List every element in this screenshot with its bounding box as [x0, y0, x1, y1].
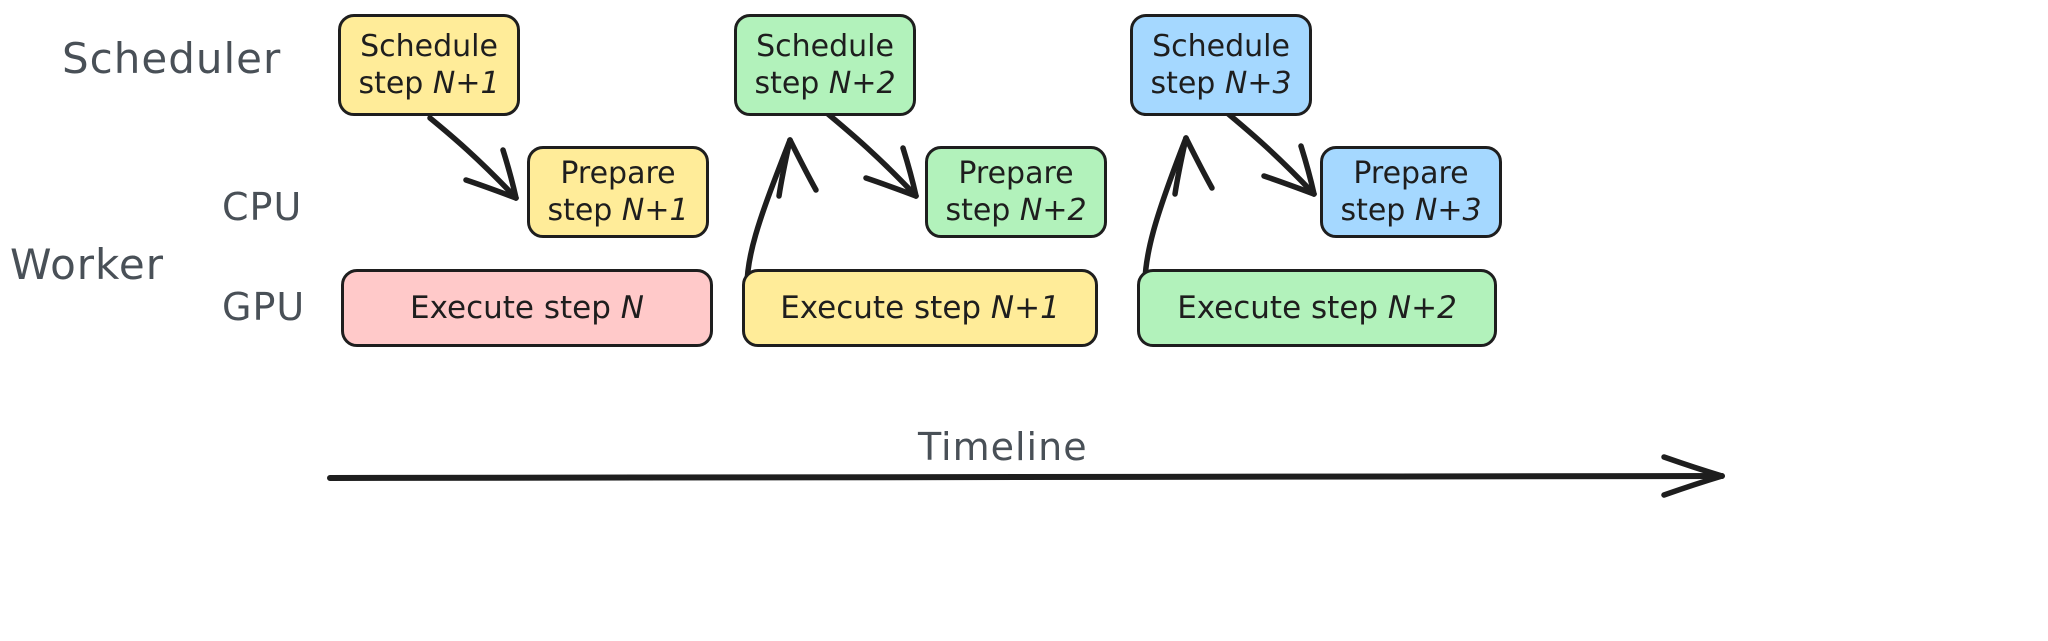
step-index: N+3 — [1224, 66, 1292, 101]
node-schedule-step-n3[interactable]: Schedule step N+3 — [1130, 14, 1312, 116]
arrow-sched-n2-to-prep-n2 — [825, 111, 919, 199]
node-line-2: step N+1 — [358, 66, 500, 101]
node-line-1: Prepare — [560, 155, 676, 191]
axis-label-timeline: Timeline — [918, 425, 1088, 469]
node-line-1: Schedule — [756, 28, 894, 64]
row-label-worker: Worker — [10, 240, 164, 289]
node-line-2: step N+3 — [1150, 66, 1292, 101]
step-index: N+1 — [990, 289, 1060, 326]
row-label-scheduler: Scheduler — [62, 34, 282, 83]
node-line-1: Execute step N — [410, 289, 644, 326]
arrow-sched-n1-to-prep-n1 — [427, 115, 519, 201]
node-line-2: step N+3 — [1340, 193, 1482, 228]
node-line-2: step N+2 — [754, 66, 896, 101]
step-index: N+2 — [1387, 289, 1457, 326]
node-schedule-step-n1[interactable]: Schedule step N+1 — [338, 14, 520, 116]
node-line-2: step N+2 — [945, 193, 1087, 228]
step-index: N — [620, 289, 644, 326]
node-line-1: Schedule — [1152, 28, 1290, 64]
step-index: N+3 — [1414, 193, 1482, 228]
node-line-1: Prepare — [1353, 155, 1469, 191]
node-schedule-step-n2[interactable]: Schedule step N+2 — [734, 14, 916, 116]
step-index: N+2 — [1019, 193, 1087, 228]
node-line-1: Schedule — [360, 28, 498, 64]
step-index: N+2 — [828, 66, 896, 101]
timeline-axis — [327, 454, 1725, 498]
node-execute-step-n1[interactable]: Execute step N+1 — [742, 269, 1098, 347]
row-label-gpu: GPU — [222, 285, 306, 329]
node-line-1: Execute step N+2 — [1177, 289, 1457, 326]
node-line-1: Execute step N+1 — [780, 289, 1060, 326]
node-prepare-step-n3[interactable]: Prepare step N+3 — [1320, 146, 1502, 238]
node-execute-step-n2[interactable]: Execute step N+2 — [1137, 269, 1497, 347]
row-label-cpu: CPU — [222, 185, 303, 229]
node-line-1: Prepare — [958, 155, 1074, 191]
node-line-2: step N+1 — [547, 193, 689, 228]
node-prepare-step-n1[interactable]: Prepare step N+1 — [527, 146, 709, 238]
node-execute-step-n[interactable]: Execute step N — [341, 269, 713, 347]
step-index: N+1 — [432, 66, 500, 101]
node-prepare-step-n2[interactable]: Prepare step N+2 — [925, 146, 1107, 238]
arrow-sched-n3-to-prep-n3 — [1223, 109, 1317, 197]
step-index: N+1 — [621, 193, 689, 228]
